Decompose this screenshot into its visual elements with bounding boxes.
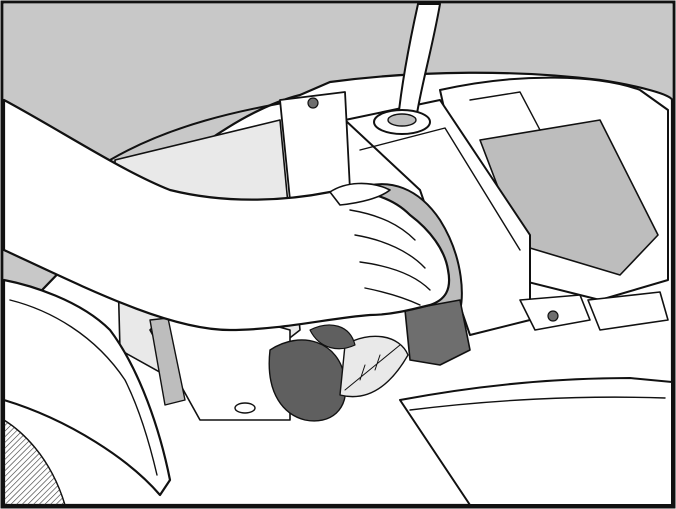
hand-arm xyxy=(2,98,451,332)
cavity-hole xyxy=(234,402,256,414)
left-lid-inner-edge xyxy=(9,299,158,476)
clip-screw xyxy=(547,310,559,322)
right-top-clip xyxy=(587,291,669,331)
debris-leaf-small xyxy=(309,324,356,350)
debris-leaf-large xyxy=(268,339,347,422)
hand-thumb xyxy=(329,182,391,206)
inner-mechanism xyxy=(404,299,471,366)
vent-grille xyxy=(3,419,66,506)
hand-fingers xyxy=(349,209,431,306)
hose-collar-inner xyxy=(387,113,417,127)
body-rim xyxy=(109,99,301,161)
pillar-screw xyxy=(307,97,319,109)
front-lower-panel xyxy=(399,377,673,506)
debris-leaf-veins xyxy=(344,344,401,391)
right-compartment-inner-edge xyxy=(469,91,541,131)
cover-bar-ridge xyxy=(359,127,521,251)
front-lower-edge xyxy=(409,396,666,411)
left-lid xyxy=(2,278,172,497)
